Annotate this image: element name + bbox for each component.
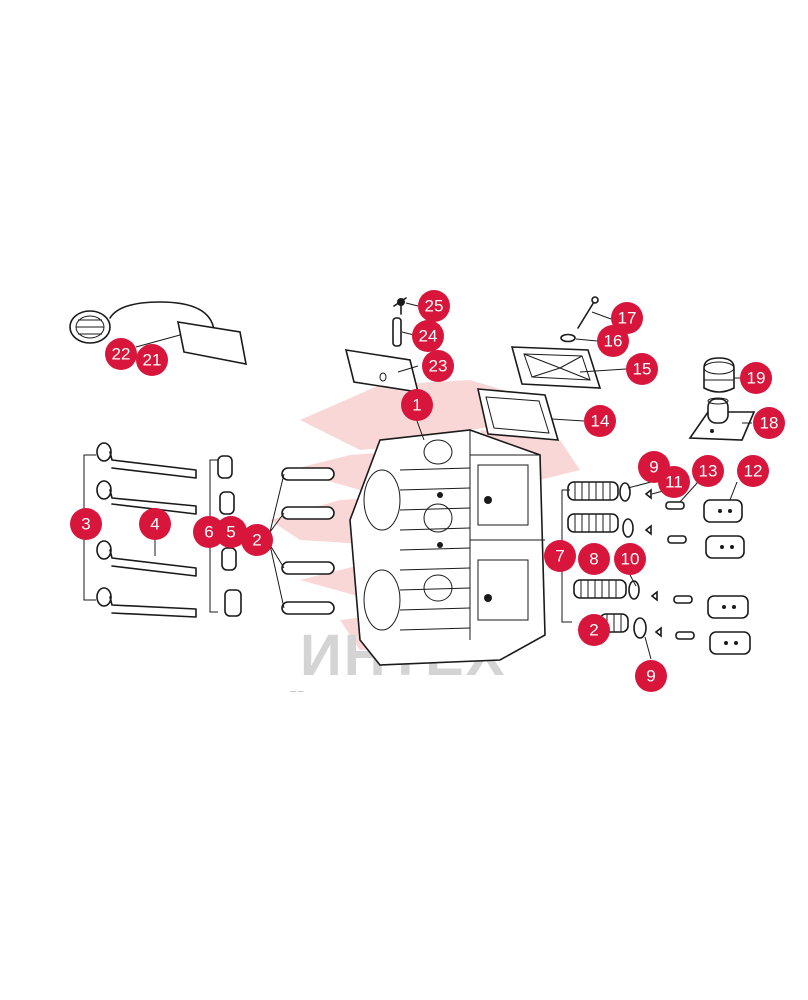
callout-8: 8 [578, 543, 610, 575]
svg-text:18: 18 [760, 414, 779, 433]
svg-text:25: 25 [425, 297, 444, 316]
svg-text:7: 7 [555, 547, 564, 566]
callouts: 1 2 2 3 4 6 5 7 8 9 9 10 11 12 13 14 15 … [70, 290, 785, 692]
svg-text:11: 11 [665, 473, 683, 492]
tappet-4 [709, 631, 751, 655]
part-tappets [703, 499, 751, 655]
callout-10: 10 [614, 543, 646, 575]
callout-1: 1 [401, 389, 433, 421]
spring-2 [567, 513, 619, 533]
callout-16: 16 [597, 325, 629, 357]
callout-5: 5 [215, 516, 247, 548]
part-small-bolts [665, 501, 695, 640]
callout-25: 25 [418, 290, 450, 322]
callout-23: 23 [422, 350, 454, 382]
svg-text:14: 14 [591, 412, 610, 431]
part-long-bolt [577, 296, 599, 329]
callout-15: 15 [626, 353, 658, 385]
callout-7: 7 [544, 540, 576, 572]
callout-13: 13 [692, 455, 724, 487]
spring-1 [567, 481, 619, 501]
part-cover [510, 346, 602, 389]
svg-text:19: 19 [747, 369, 766, 388]
leader-2-left [269, 473, 285, 609]
callout-24: 24 [412, 320, 444, 352]
callout-6: 6 [193, 516, 225, 548]
callout-4: 4 [139, 508, 171, 540]
svg-text:13: 13 [699, 462, 718, 481]
callout-22: 22 [105, 338, 137, 370]
callout-2-left: 2 [241, 524, 273, 556]
spring-3 [573, 579, 627, 599]
svg-text:10: 10 [621, 550, 640, 569]
part-plate [176, 321, 248, 366]
part-cylinder-head [349, 429, 546, 666]
svg-text:2: 2 [252, 531, 261, 550]
svg-text:21: 21 [143, 351, 162, 370]
svg-text:9: 9 [649, 458, 658, 477]
svg-text:4: 4 [150, 515, 159, 534]
svg-text:3: 3 [81, 515, 90, 534]
callout-18: 18 [753, 407, 785, 439]
tappet-2 [705, 535, 745, 559]
svg-text:24: 24 [419, 327, 438, 346]
part-valves [96, 442, 197, 618]
callout-2-right: 2 [578, 614, 610, 646]
part-cap-with-wire [69, 301, 215, 344]
leader-lines [135, 302, 752, 660]
part-sleeves [281, 467, 335, 615]
part-gasket-small [344, 349, 420, 393]
callout-3: 3 [70, 508, 102, 540]
callout-21: 21 [136, 344, 168, 376]
tappet-1 [703, 499, 743, 523]
part-fitting [393, 297, 407, 315]
part-gasket-frame [476, 388, 560, 441]
callout-11: 11 [658, 466, 690, 498]
part-tube [392, 317, 402, 347]
callout-17: 17 [611, 302, 643, 334]
svg-text:22: 22 [112, 345, 131, 364]
svg-text:9: 9 [646, 667, 655, 686]
svg-text:6: 6 [204, 523, 213, 542]
fine-print: — — [290, 689, 304, 695]
svg-text:8: 8 [589, 550, 598, 569]
head-fins [399, 467, 471, 631]
callout-9-bottom: 9 [635, 660, 667, 692]
tappet-3 [707, 595, 749, 619]
part-washer [560, 333, 576, 343]
svg-text:5: 5 [226, 523, 235, 542]
svg-text:12: 12 [744, 462, 763, 481]
callout-19: 19 [740, 362, 772, 394]
svg-text:1: 1 [412, 396, 421, 415]
callout-14: 14 [584, 405, 616, 437]
callout-12: 12 [737, 455, 769, 487]
svg-text:23: 23 [429, 357, 448, 376]
part-base-plate [688, 397, 756, 441]
svg-text:17: 17 [618, 309, 637, 328]
svg-text:15: 15 [633, 360, 652, 379]
part-springs [567, 481, 629, 633]
part-retainers [619, 482, 662, 639]
svg-text:2: 2 [589, 621, 598, 640]
part-top-cap [703, 357, 735, 393]
svg-text:16: 16 [604, 332, 623, 351]
head-ports [363, 439, 492, 631]
